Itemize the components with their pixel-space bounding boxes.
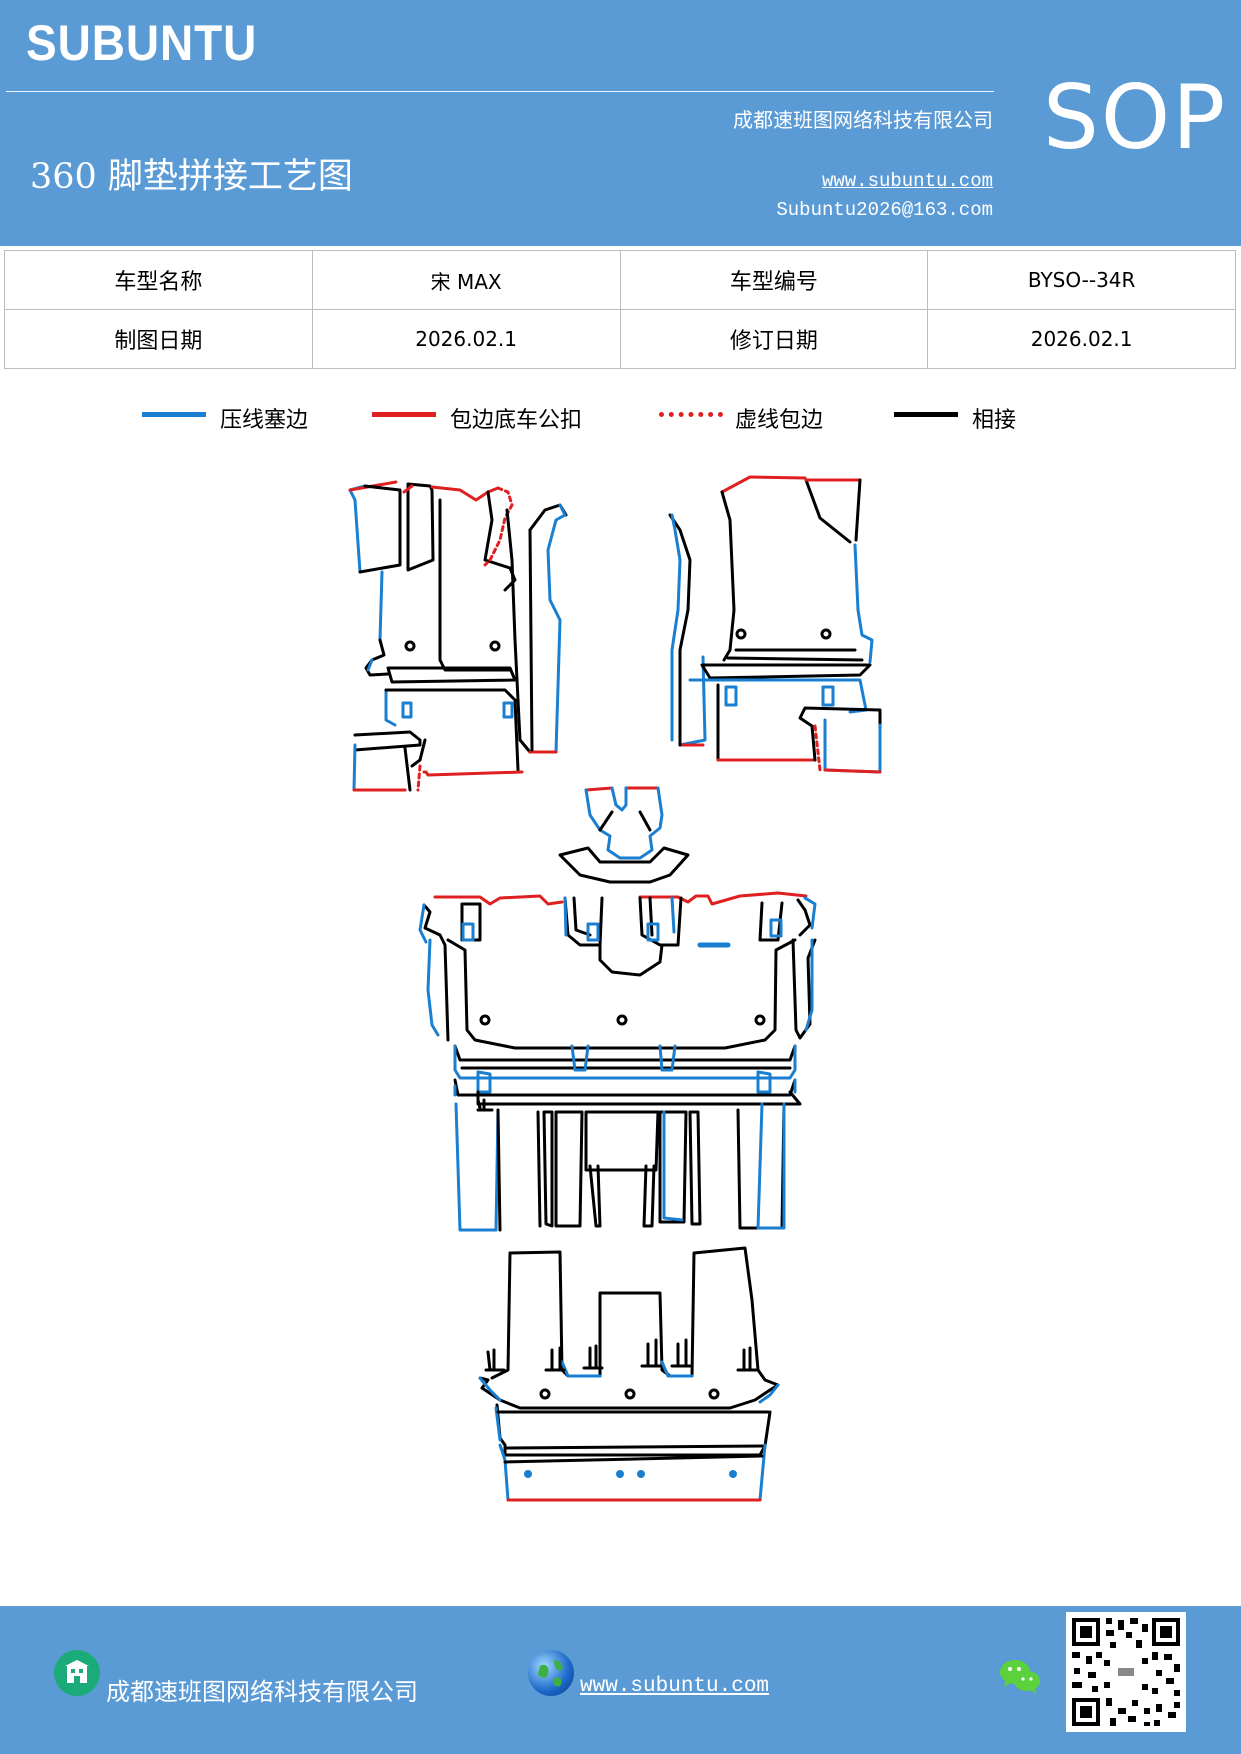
header-website-link[interactable]: www.subuntu.com	[821, 170, 993, 192]
globe-icon	[528, 1650, 574, 1696]
legend-label: 相接	[972, 408, 1017, 433]
legend-label: 压线塞边	[220, 408, 309, 433]
footer-company-name: 成都速班图网络科技有限公司	[106, 1678, 418, 1706]
middle-lower-sections	[454, 1102, 786, 1232]
legend-swatch	[142, 412, 206, 417]
middle-row-mat	[418, 891, 817, 1050]
console-piece	[558, 786, 690, 884]
legend-label: 包边底车公扣	[450, 408, 583, 433]
qr-code[interactable]	[1066, 1612, 1186, 1732]
sop-badge: SOP	[1043, 66, 1228, 169]
middle-strips	[453, 1044, 802, 1112]
header-email: Subuntu2026@163.com	[776, 199, 993, 221]
draw-date-label: 制图日期	[4, 309, 313, 369]
header-divider	[6, 91, 994, 92]
building-icon	[54, 1650, 100, 1696]
brand-logo: SUBUNTU	[26, 15, 258, 71]
header-banner: SUBUNTU 成都速班图网络科技有限公司 360 脚垫拼接工艺图 www.su…	[0, 0, 1241, 246]
legend-swatch	[894, 412, 958, 417]
draw-date-value: 2026.02.1	[311, 309, 621, 369]
legend-swatch	[659, 412, 723, 417]
revise-date-label: 修订日期	[619, 309, 929, 369]
wechat-icon	[996, 1652, 1044, 1700]
front-left-mat	[348, 480, 568, 792]
model-name-value: 宋 MAX	[311, 250, 621, 310]
footer-website-link[interactable]: www.subuntu.com	[580, 1675, 770, 1698]
info-table: 车型名称 宋 MAX 车型编号 BYSO--34R 制图日期 2026.02.1…	[4, 250, 1236, 369]
model-code-value: BYSO--34R	[927, 250, 1236, 310]
footer-banner: 成都速班图网络科技有限公司 www.subuntu.com	[0, 1606, 1241, 1754]
header-company-name: 成都速班图网络科技有限公司	[733, 108, 993, 132]
line-legend: 压线塞边 包边底车公扣 虚线包边 相接	[0, 400, 1241, 440]
legend-label: 虚线包边	[735, 408, 824, 433]
table-row: 车型名称 宋 MAX 车型编号 BYSO--34R	[4, 250, 1236, 310]
model-name-label: 车型名称	[4, 250, 313, 310]
rear-row-mat	[478, 1246, 780, 1502]
document-title: 360 脚垫拼接工艺图	[30, 157, 353, 197]
revise-date-value: 2026.02.1	[927, 309, 1236, 369]
table-row: 制图日期 2026.02.1 修订日期 2026.02.1	[4, 309, 1236, 369]
floor-mat-diagram	[348, 475, 882, 1502]
model-code-label: 车型编号	[619, 250, 929, 310]
legend-swatch	[372, 412, 436, 417]
front-right-mat	[668, 475, 882, 774]
